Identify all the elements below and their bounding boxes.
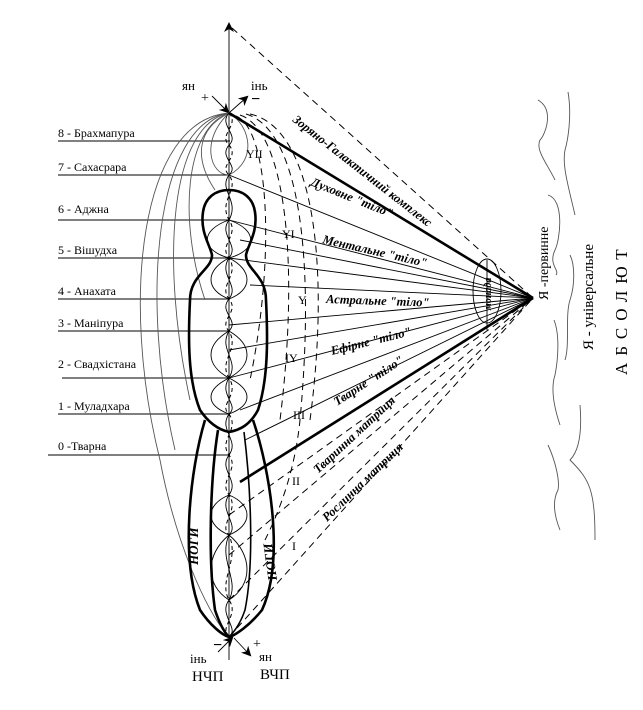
legs-label-left: НОГИ bbox=[186, 527, 201, 566]
yang-sign-bottom: + bbox=[253, 637, 261, 652]
chakra-label: 2 - Свадхістана bbox=[58, 357, 137, 371]
yin-arrow-top bbox=[229, 95, 249, 113]
level-label: I bbox=[292, 539, 296, 553]
yang-sign-top: + bbox=[201, 91, 209, 106]
yin-arrow-bottom bbox=[217, 636, 234, 653]
level-label: II bbox=[292, 474, 300, 488]
body-label: Ефірне "тіло" bbox=[328, 324, 412, 358]
level-label: IY bbox=[285, 351, 298, 365]
yang-arrow-top bbox=[211, 95, 230, 114]
yin-label-bottom: інь bbox=[190, 651, 207, 666]
chakra-label: 3 - Маніпура bbox=[58, 316, 124, 330]
level-label: YI bbox=[282, 227, 295, 241]
level-label: III bbox=[293, 408, 305, 422]
level-label: Y bbox=[298, 293, 307, 307]
chakra-label: 5 - Вішудха bbox=[58, 243, 118, 257]
chakra-label: 8 - Брахмапура bbox=[58, 126, 135, 140]
yin-label-top: інь bbox=[251, 78, 268, 93]
dashed-field-curves bbox=[235, 113, 319, 541]
chakra-label: 6 - Аджна bbox=[58, 202, 109, 216]
chakra-label: 7 - Сахасрара bbox=[58, 160, 127, 174]
chakra-label: 0 -Тварна bbox=[58, 439, 107, 453]
legs-outline bbox=[187, 419, 275, 639]
level-labels: YII YI Y IY III II I bbox=[246, 147, 307, 553]
body-outline bbox=[187, 188, 269, 434]
absolute-label: АБСОЛЮТ bbox=[612, 242, 631, 375]
chakra-labels: 8 - Брахмапура 7 - Сахасрара 6 - Аджна 5… bbox=[58, 126, 137, 453]
self-universal-label: Я - універсальне bbox=[581, 244, 597, 350]
yin-sign-bottom: − bbox=[213, 637, 222, 654]
upper-boundary-ray bbox=[228, 111, 534, 300]
chakra-label: 1 - Муладхара bbox=[58, 399, 130, 413]
monad-label: монада bbox=[483, 278, 494, 311]
yang-arrow-bottom bbox=[233, 637, 252, 657]
outer-dashed-ray-top bbox=[231, 27, 534, 299]
body-label: Ментальне "тіло" bbox=[320, 232, 428, 270]
matrix-rays bbox=[228, 297, 534, 638]
legs-label-right: НОГИ bbox=[260, 542, 280, 583]
wavy-separators bbox=[537, 91, 596, 541]
yin-sign-top: − bbox=[251, 91, 260, 108]
body-rays bbox=[228, 174, 534, 441]
self-primary-label: Я -первинне bbox=[537, 226, 552, 300]
vchp-label: ВЧП bbox=[260, 667, 290, 683]
yang-label-top: ян bbox=[182, 78, 195, 93]
body-label: Астральне "тіло" bbox=[325, 292, 430, 310]
level-label: YII bbox=[246, 147, 263, 161]
yang-label-bottom: ян bbox=[259, 649, 272, 664]
lower-boundary-ray bbox=[239, 296, 534, 484]
nchp-label: НЧП bbox=[192, 669, 224, 685]
chakra-label: 4 - Анахата bbox=[58, 284, 117, 298]
